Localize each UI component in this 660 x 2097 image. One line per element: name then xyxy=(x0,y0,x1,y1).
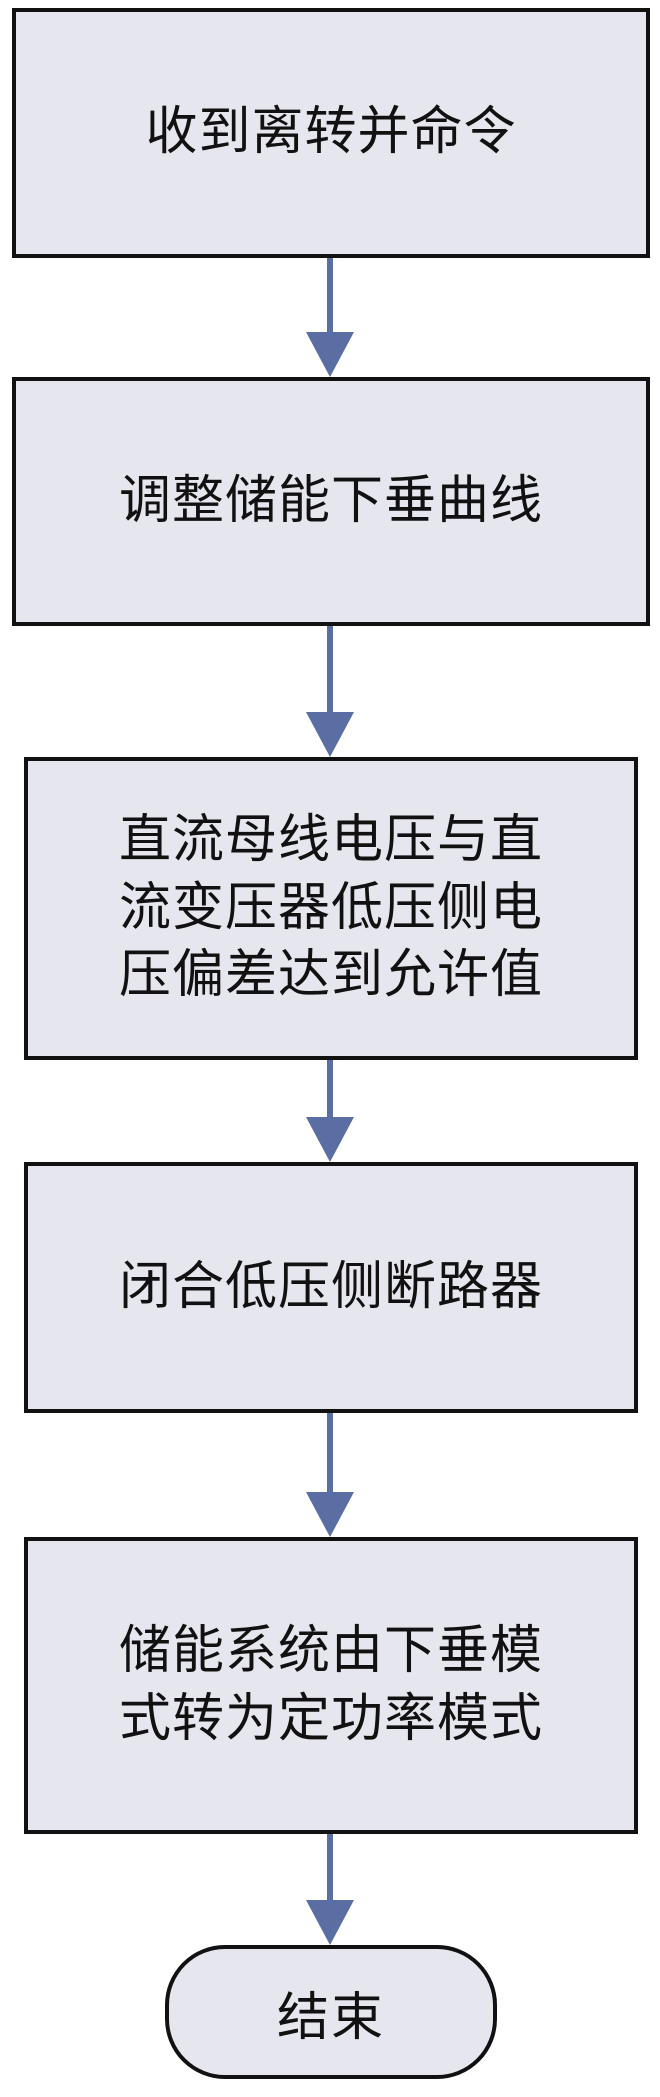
step-close-breaker: 闭合低压侧断路器 xyxy=(24,1162,638,1413)
arrow-5 xyxy=(306,1834,354,1945)
step-adjust-droop-curve: 调整储能下垂曲线 xyxy=(12,377,650,626)
step-label: 储能系统由下垂模 式转为定功率模式 xyxy=(118,1620,543,1749)
arrow-1 xyxy=(306,258,354,377)
arrow-3 xyxy=(306,1060,354,1162)
arrow-4 xyxy=(306,1413,354,1537)
step-label: 收到离转并命令 xyxy=(145,102,517,163)
arrow-3-head xyxy=(306,1117,354,1162)
arrow-2-head xyxy=(306,712,354,757)
step-label: 调整储能下垂曲线 xyxy=(118,470,543,531)
end-terminal: 结束 xyxy=(165,1945,497,2079)
arrow-5-head xyxy=(306,1900,354,1945)
step-label: 闭合低压侧断路器 xyxy=(118,1256,543,1317)
step-label: 直流母线电压与直 流变压器低压侧电 压偏差达到允许值 xyxy=(118,810,543,1006)
arrow-4-head xyxy=(306,1492,354,1537)
step-switch-mode: 储能系统由下垂模 式转为定功率模式 xyxy=(24,1537,638,1834)
step-receive-command: 收到离转并命令 xyxy=(12,8,650,258)
step-voltage-deviation: 直流母线电压与直 流变压器低压侧电 压偏差达到允许值 xyxy=(24,757,638,1060)
end-label: 结束 xyxy=(276,1987,385,2048)
arrow-2 xyxy=(306,626,354,757)
arrow-1-head xyxy=(306,332,354,377)
